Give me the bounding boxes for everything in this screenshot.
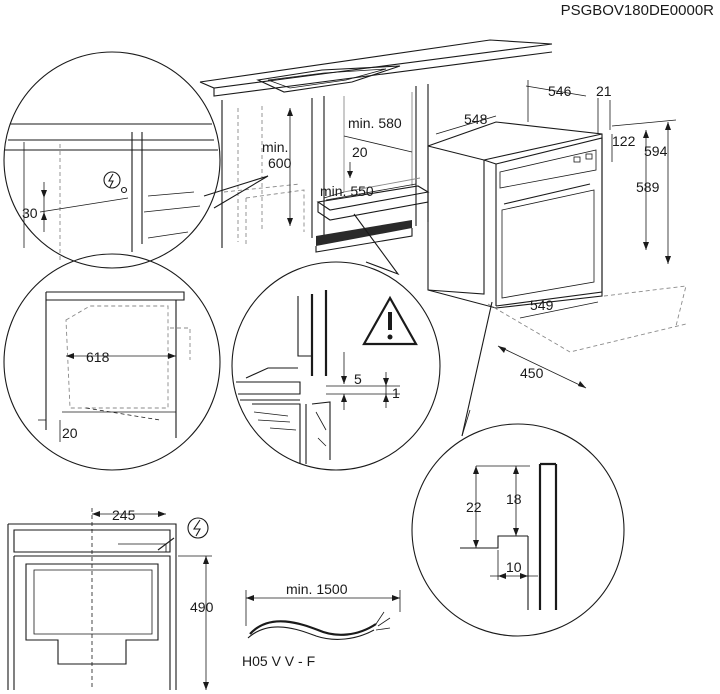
svg-text:min. 550: min. 550	[320, 183, 374, 199]
power-plug-icon	[103, 171, 121, 189]
dimension-122: 122	[611, 133, 636, 162]
svg-text:30: 30	[22, 205, 38, 221]
svg-text:589: 589	[636, 179, 660, 195]
warning-icon	[362, 295, 418, 346]
cable-type-label: H05 V V - F	[242, 653, 315, 669]
dimension-548: 548	[435, 111, 497, 135]
svg-text:546: 546	[548, 83, 572, 99]
svg-text:min. 580: min. 580	[348, 115, 402, 131]
svg-text:20: 20	[62, 425, 78, 441]
svg-text:18: 18	[506, 491, 522, 507]
svg-text:min.: min.	[262, 139, 288, 155]
dimension-549: 549	[519, 285, 687, 327]
svg-text:618: 618	[86, 349, 110, 365]
oven	[427, 121, 603, 309]
svg-text:min. 1500: min. 1500	[286, 581, 348, 597]
svg-text:450: 450	[520, 365, 544, 381]
dimension-546: 546	[525, 80, 587, 122]
dimension-589: 589	[636, 130, 660, 250]
svg-text:10: 10	[506, 559, 522, 575]
detail-circle-width: 618 20	[3, 253, 221, 471]
dimension-594: 594	[611, 119, 677, 264]
svg-text:122: 122	[612, 133, 636, 149]
svg-text:549: 549	[530, 297, 554, 313]
dimension-min-600: min. 600	[262, 108, 293, 226]
dimension-450: 450	[487, 303, 687, 389]
detail-circle-socket: 30	[3, 51, 221, 269]
svg-text:1: 1	[392, 385, 400, 401]
detail-circle-gap: 5 1	[231, 261, 441, 471]
svg-text:21: 21	[596, 83, 612, 99]
svg-text:5: 5	[354, 371, 362, 387]
svg-text:20: 20	[352, 144, 368, 160]
detail-circle-step: 22 18 10	[411, 423, 625, 637]
svg-text:22: 22	[466, 499, 482, 515]
document-code: PSGBOV180DE0000R	[560, 2, 714, 19]
svg-text:548: 548	[464, 111, 488, 127]
power-plug-icon-front	[187, 517, 209, 539]
svg-text:490: 490	[190, 599, 214, 615]
svg-text:600: 600	[268, 155, 292, 171]
kitchen-cabinet	[199, 39, 553, 253]
dimension-min-580: min. 580	[343, 115, 413, 153]
svg-text:594: 594	[644, 143, 668, 159]
svg-text:245: 245	[112, 507, 136, 523]
oven-front-view: 245 490	[7, 507, 214, 690]
dimension-21: 21	[596, 83, 612, 134]
power-cable: min. 1500 H05 V V - F	[242, 581, 401, 669]
dimension-min-550: min. 550	[320, 183, 417, 201]
dimension-20-top: 20	[347, 144, 368, 178]
